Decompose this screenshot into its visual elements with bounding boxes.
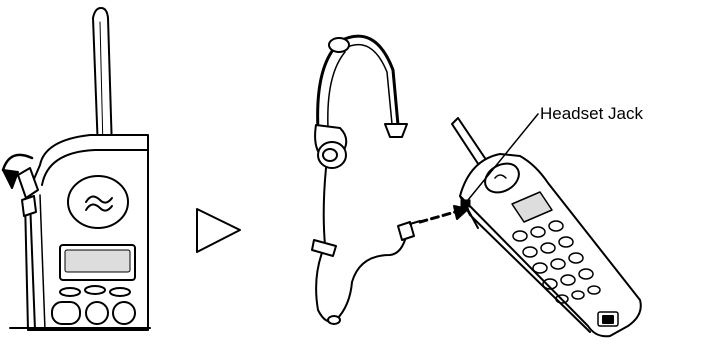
handset-body	[25, 135, 148, 330]
head-pad	[385, 124, 407, 137]
headset-jack-port	[461, 200, 470, 207]
handset-closeup	[3, 8, 150, 330]
handset-antenna	[93, 8, 112, 150]
headset-plug	[398, 221, 420, 240]
handset-earpiece	[68, 176, 128, 228]
mic-clip	[312, 240, 336, 256]
handset-mic-right	[598, 312, 618, 326]
dashed-arrow-icon	[420, 206, 468, 222]
headset-jack-label: Headset Jack	[540, 104, 643, 124]
earphone	[315, 125, 346, 168]
headset	[312, 36, 420, 324]
handset-display	[60, 245, 135, 280]
cordless-handset	[452, 118, 641, 336]
headband	[318, 36, 398, 130]
open-arrow-icon	[197, 209, 240, 252]
